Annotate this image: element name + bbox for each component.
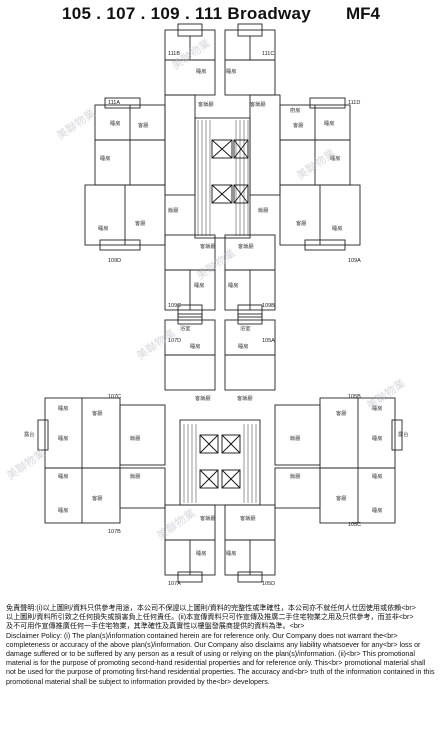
unit-label-109a: 109A	[348, 258, 361, 264]
room-label: 睡房	[372, 472, 382, 480]
room-label: 露台	[398, 430, 408, 438]
room-label: 睡房	[196, 549, 206, 557]
room-label: 客飯廳	[250, 100, 266, 108]
room-label: 睡房	[58, 472, 68, 480]
room-label: 客飯廳	[237, 394, 253, 402]
unit-label-111d: 111D	[348, 100, 360, 106]
room-label: 客廳	[336, 409, 346, 417]
room-label: 飯廳	[290, 434, 300, 442]
room-label: 飯廳	[290, 472, 300, 480]
page-title: 105 . 107 . 109 . 111 Broadway	[62, 4, 312, 23]
room-label: 浴室	[180, 324, 190, 332]
room-label: 睡房	[330, 154, 340, 162]
disclaimer-en: Disclaimer Policy: (i) The plan(s)/infor…	[6, 631, 435, 686]
room-label: 睡房	[58, 506, 68, 514]
room-label: 客廳	[296, 219, 306, 227]
room-label: 睡房	[100, 154, 110, 162]
disclaimer: 免責聲明:(i)以上圖則/資料只供參考用途，本公司不保證以上圖則/資料的完整性或…	[6, 604, 436, 687]
room-label: 客飯廳	[200, 242, 216, 250]
room-label: 廚房	[290, 106, 300, 114]
room-label: 睡房	[372, 434, 382, 442]
room-label: 睡房	[190, 342, 200, 350]
room-label: 睡房	[372, 404, 382, 412]
watermark: 美聯物業	[54, 106, 98, 143]
unit-label-107d: 107D	[168, 338, 181, 344]
room-label: 睡房	[372, 506, 382, 514]
unit-label-109b: 109B	[262, 303, 275, 309]
room-label: 睡房	[98, 224, 108, 232]
room-label: 睡房	[238, 342, 248, 350]
floor-code: MF4	[346, 4, 380, 23]
watermark: 美聯物業	[194, 246, 238, 283]
unit-label-107b: 107B	[108, 529, 121, 535]
watermark: 美聯物業	[294, 146, 338, 183]
room-label: 睡房	[228, 281, 238, 289]
room-label: 飯廳	[258, 206, 268, 214]
watermark: 美聯物業	[4, 446, 48, 483]
room-label: 睡房	[332, 224, 342, 232]
unit-label-109d: 109D	[108, 258, 121, 264]
room-label: 睡房	[196, 67, 206, 75]
watermark: 美聯物業	[154, 506, 198, 543]
room-label: 客飯廳	[240, 514, 256, 522]
unit-label-105c: 105C	[348, 522, 361, 528]
room-label: 客廳	[92, 409, 102, 417]
disclaimer-zh-line-3: 及不可用作宣傳推廣任何一手住宅物業，其準確性及真實性以樓盤發展商提供的資料為準。…	[6, 622, 305, 631]
room-label: 客廳	[135, 219, 145, 227]
room-label: 睡房	[226, 549, 236, 557]
room-label: 浴室	[240, 324, 250, 332]
unit-label-111c: 111C	[262, 51, 274, 57]
room-label: 睡房	[58, 434, 68, 442]
room-label: 睡房	[58, 404, 68, 412]
room-label: 客飯廳	[198, 100, 214, 108]
room-label: 客飯廳	[200, 514, 216, 522]
room-label: 客飯廳	[195, 394, 211, 402]
room-label: 飯廳	[130, 434, 140, 442]
watermark: 美聯物業	[134, 326, 178, 363]
unit-label-111b: 111B	[168, 51, 180, 57]
room-label: 客廳	[293, 121, 303, 129]
unit-label-107c: 107C	[108, 394, 121, 400]
unit-label-107a: 107A	[168, 581, 181, 587]
unit-label-105d: 105D	[262, 581, 275, 587]
unit-label-105a: 105A	[262, 338, 275, 344]
unit-label-111a: 111A	[108, 100, 120, 106]
room-label: 睡房	[324, 119, 334, 127]
room-label: 睡房	[110, 119, 120, 127]
room-label: 睡房	[226, 67, 236, 75]
room-label: 客廳	[92, 494, 102, 502]
room-label: 飯廳	[168, 206, 178, 214]
watermark: 美聯物業	[364, 376, 408, 413]
disclaimer-zh-line-1: 免責聲明:(i)以上圖則/資料只供參考用途，本公司不保證以上圖則/資料的完整性或…	[6, 604, 416, 612]
room-label: 客廳	[336, 494, 346, 502]
floor-plan: 111B 111C 111A 111D 109D 109A 109C 109B …	[4, 23, 408, 587]
room-label: 睡房	[194, 281, 204, 289]
unit-label-109c: 109C	[168, 303, 181, 309]
disclaimer-zh-line-2: 以上圖則/資料所引致之任何損失或損害負上任何責任。(ii)本宣傳資料只可作宣傳及…	[6, 613, 414, 622]
room-label: 露台	[24, 430, 34, 438]
room-label: 客廳	[138, 121, 148, 129]
room-label: 飯廳	[130, 472, 140, 480]
room-label: 客飯廳	[238, 242, 254, 250]
unit-label-105b: 105B	[348, 394, 361, 400]
